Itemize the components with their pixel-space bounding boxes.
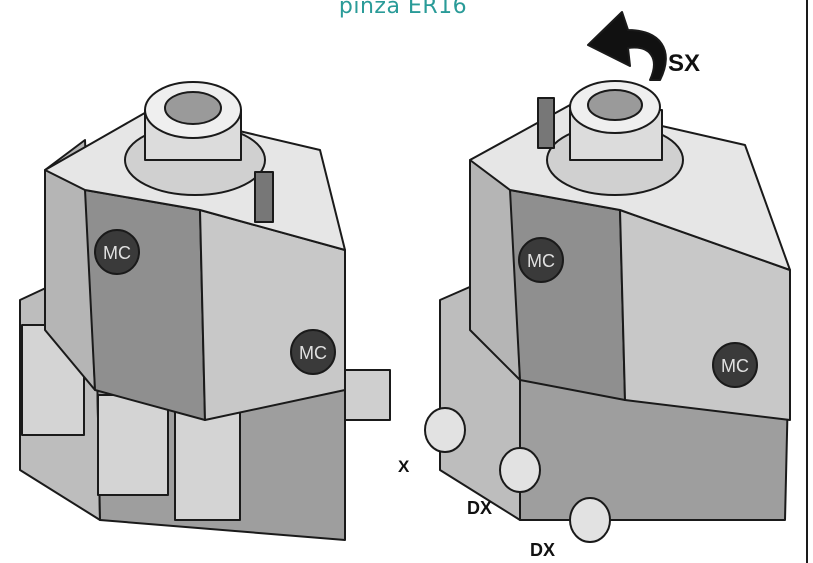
left-body-front (84, 189, 206, 421)
right-pin (537, 97, 555, 149)
output-label-dx-1: DX (467, 498, 493, 518)
right-spindle-bore (587, 89, 643, 121)
left-unit: MC MC (19, 81, 391, 541)
left-plate-3 (174, 409, 241, 521)
left-badge-side (290, 329, 336, 375)
left-plate-2 (97, 394, 169, 496)
rotation-arrow (587, 11, 667, 81)
right-badge-top (518, 237, 564, 283)
frame-border (806, 0, 808, 563)
output-label-partial: X (398, 457, 410, 476)
right-badge-side-text: MC (721, 356, 749, 376)
right-body-front (509, 189, 626, 401)
right-badge-top-text: MC (527, 251, 555, 271)
right-collet-2 (499, 447, 541, 493)
left-pin (254, 171, 274, 223)
left-badge-top-text: MC (103, 243, 131, 263)
right-badge-side (712, 342, 758, 388)
caption: pinza ER16 (338, 0, 468, 19)
left-badge-side-text: MC (299, 343, 327, 363)
rotation-label-sx: SX (668, 50, 701, 77)
left-output-shaft (344, 369, 391, 421)
output-label-dx-2: DX (530, 540, 556, 560)
right-collet-3 (569, 497, 611, 543)
right-collet-1 (424, 407, 466, 453)
right-unit: MC MC (424, 11, 791, 543)
left-spindle-bore (164, 91, 222, 125)
left-badge-top (94, 229, 140, 275)
